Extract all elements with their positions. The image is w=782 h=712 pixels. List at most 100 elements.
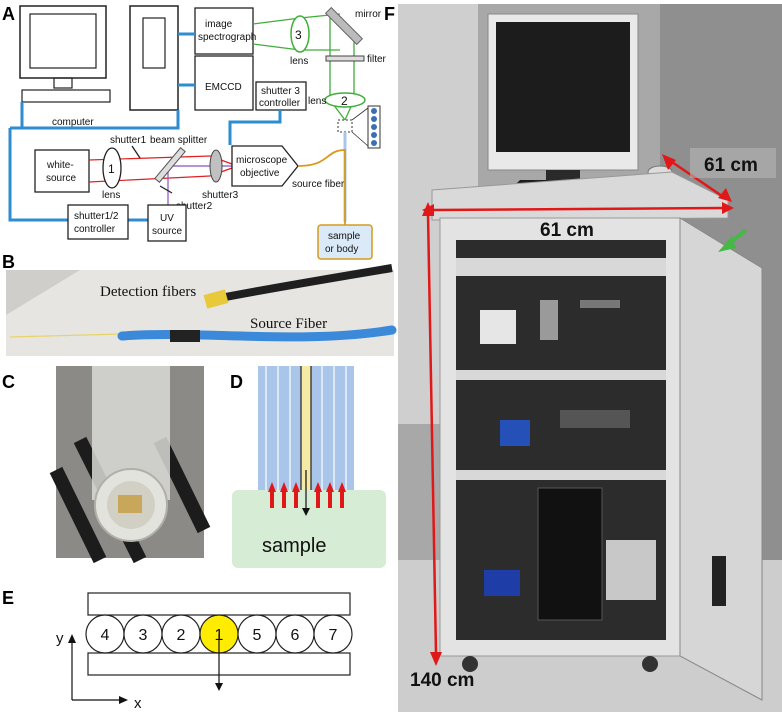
shutter2-icon	[159, 185, 173, 194]
fiber1-arrowhead	[215, 683, 223, 691]
fiber-row: 4321567	[85, 614, 353, 654]
shutter1-label: shutter1	[110, 135, 147, 146]
sample-label-1: sample	[328, 231, 361, 242]
panel-label-e: E	[2, 588, 14, 608]
shutter3-label: shutter3	[202, 190, 239, 201]
probe-body	[92, 366, 170, 500]
microscope-objective-box	[231, 145, 299, 187]
probe-fiber-face	[118, 495, 142, 513]
computer-label: computer	[52, 117, 94, 128]
source-fiber-line	[297, 149, 346, 225]
shutter3-controller-label-2: controller	[259, 98, 301, 109]
fiber-photo-background	[6, 270, 394, 356]
dimension-arrows	[422, 154, 734, 666]
computer-tower	[129, 5, 179, 111]
detection-fiber-cable	[209, 264, 393, 304]
spectrograph-label-2: spectrograph	[198, 32, 256, 43]
uv-source-label-2: source	[152, 226, 182, 237]
lens3-icon	[290, 15, 310, 53]
source-fiber-photo-label: Source Fiber	[250, 316, 327, 332]
x-axis-arrowhead	[119, 696, 128, 704]
fiber-number-3: 3	[139, 627, 148, 644]
bare-fiber-strand	[9, 333, 123, 338]
mirror-label: mirror	[355, 9, 382, 20]
lens1-icon	[102, 147, 122, 189]
fiber-bundle-cross-section	[258, 366, 354, 490]
caster-left	[462, 656, 478, 672]
fiber-photo-shadow	[6, 270, 80, 315]
panel-label-f: F	[384, 4, 395, 24]
height-dimension-label: 140 cm	[410, 670, 474, 691]
x-axis-label: x	[134, 695, 142, 712]
door-indicator-arrowhead	[718, 236, 736, 252]
uv-source-label-1: UV	[160, 213, 174, 224]
white-source-box	[34, 149, 90, 193]
depth-dimension-label: 61 cm	[704, 155, 758, 176]
panel-label-b: B	[2, 252, 15, 272]
depth-label-bg	[690, 148, 776, 178]
white-source-label-2: source	[46, 173, 76, 184]
mirror-icon	[324, 6, 364, 46]
shelf-2	[456, 370, 666, 380]
width-dimension-label: 61 cm	[540, 220, 594, 241]
fiber-number-7: 7	[329, 627, 338, 644]
spectrograph-label-1: image	[205, 19, 233, 30]
white-source-label-1: white-	[46, 160, 74, 171]
emccd-label: EMCCD	[205, 82, 242, 93]
fiber-number-2: 2	[177, 627, 186, 644]
sample-region	[232, 490, 386, 568]
panel-c: C	[2, 366, 211, 564]
control-cables	[8, 32, 282, 222]
computer-monitor-icon	[19, 5, 111, 103]
source-fiber-connector	[170, 330, 200, 342]
sample-region-label: sample	[262, 535, 326, 557]
panel-a: A computer image spectrograph EMCCD shut…	[2, 4, 387, 260]
uv-source-box	[147, 204, 187, 242]
detection-fiber-connector	[203, 289, 229, 309]
lens1-number: 1	[108, 162, 115, 176]
caster-right	[642, 656, 658, 672]
shelf-1	[456, 258, 666, 276]
cabinet-door	[679, 217, 763, 701]
shutter1-icon	[131, 145, 141, 159]
fiber-number-4: 4	[101, 627, 110, 644]
fiber-number-5: 5	[253, 627, 262, 644]
panel-label-c: C	[2, 372, 15, 392]
image-spectrograph-box	[194, 7, 254, 55]
panel-d: D sample	[230, 366, 386, 568]
optics-equipment	[480, 300, 656, 621]
panel-b: B Detection fibers Source Fiber	[2, 252, 397, 356]
panel-e: E 4321567 y x	[2, 588, 353, 712]
microscope-label-2: objective	[240, 168, 280, 179]
shutter2-label: shutter2	[176, 201, 213, 212]
fiber-circle-7	[313, 614, 353, 654]
microscope-label-1: microscope	[236, 155, 288, 166]
emccd-box	[194, 55, 254, 111]
shutter12-controller-label-1: shutter1/2	[74, 211, 119, 222]
top-clamp-bar	[87, 592, 351, 616]
y-axis-label: y	[56, 630, 64, 647]
fiber-bundle-end	[337, 119, 353, 133]
panel-f: F	[384, 4, 782, 712]
fiber-number-6: 6	[291, 627, 300, 644]
panel-label-d: D	[230, 372, 243, 392]
lens2-label: lens	[308, 96, 326, 107]
y-axis-arrowhead	[68, 634, 76, 643]
lens2-icon	[324, 92, 366, 108]
shutter3-icon	[209, 149, 223, 183]
filter-label: filter	[367, 54, 387, 65]
shutter12-controller-box	[67, 204, 129, 240]
shutter3-controller-label-1: shutter 3	[261, 86, 300, 97]
beam-splitter-icon	[154, 147, 186, 183]
tower-drive	[142, 17, 166, 69]
fiber-array-icon	[351, 105, 381, 149]
lens1-label: lens	[102, 190, 120, 201]
lens2-number: 2	[341, 94, 348, 108]
lens3-number: 3	[295, 28, 302, 42]
filter-icon	[325, 55, 365, 62]
door-handle	[712, 556, 726, 606]
sample-label-2: or body	[325, 244, 358, 255]
lens3-label: lens	[290, 56, 308, 67]
shelf-3	[456, 470, 666, 480]
